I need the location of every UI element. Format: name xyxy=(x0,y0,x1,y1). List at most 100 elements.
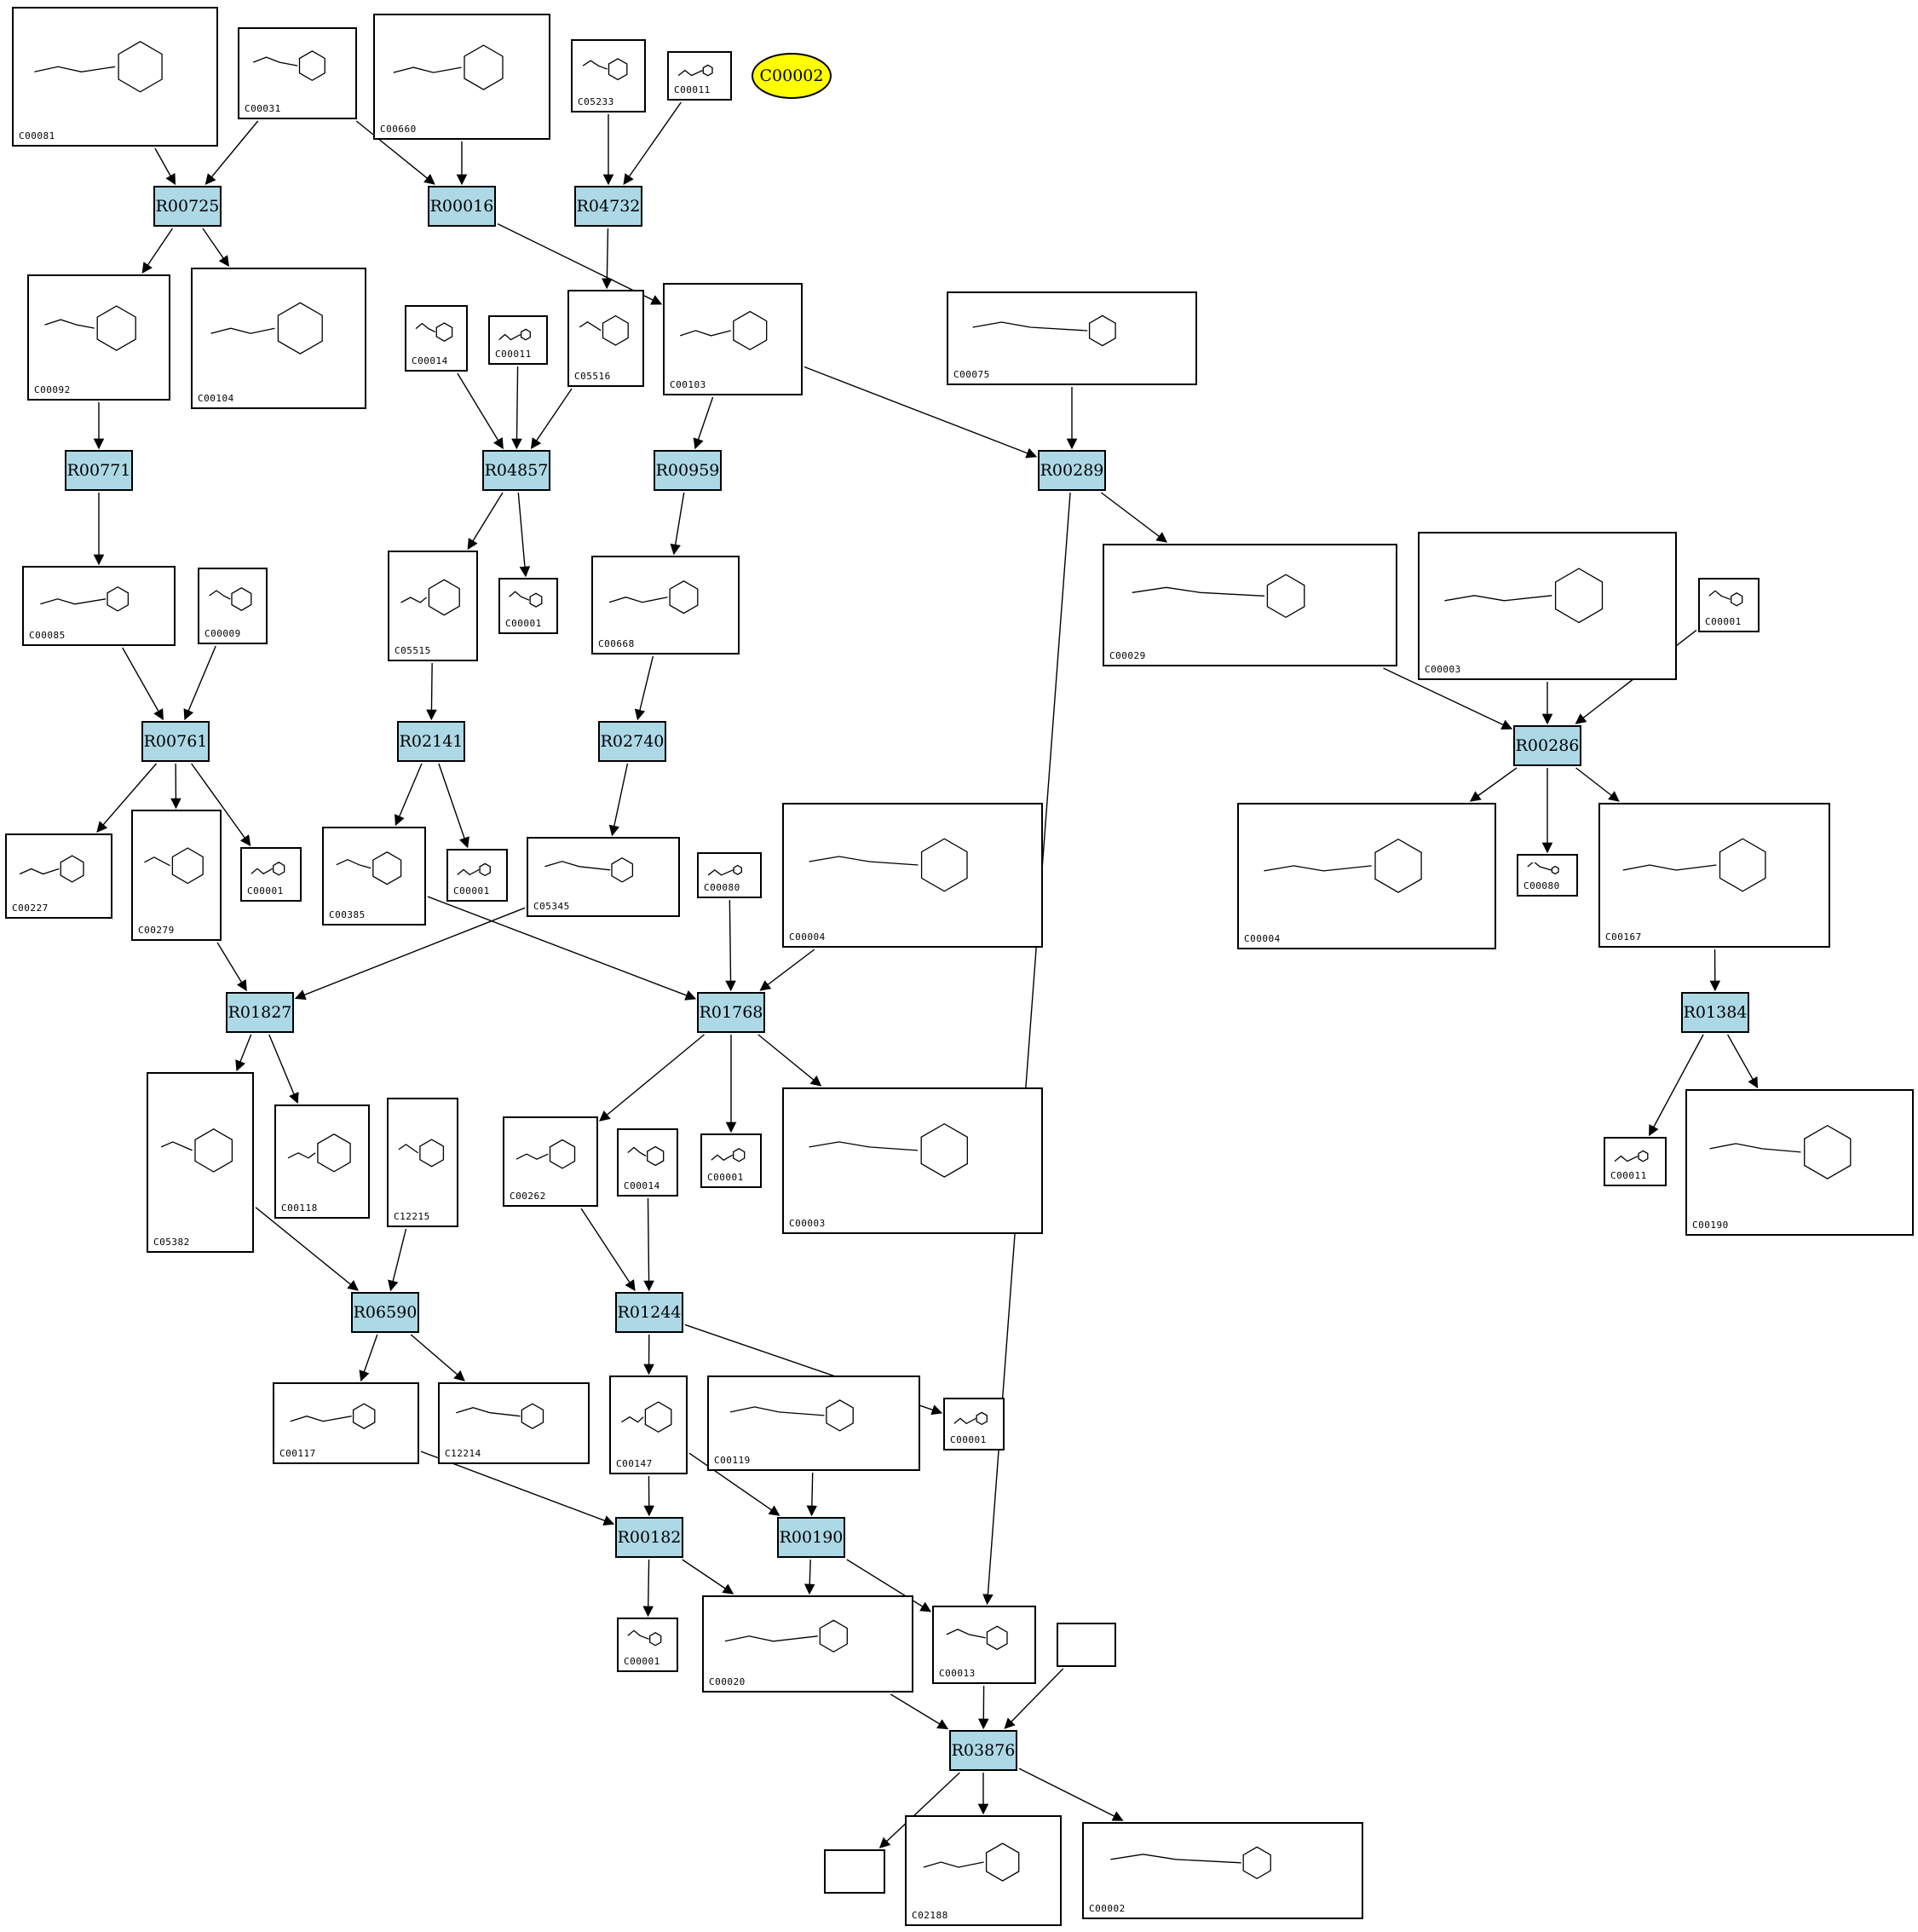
edge-arrow xyxy=(1469,767,1518,802)
compound-box[interactable]: C00080 xyxy=(697,852,762,898)
reaction-r00286[interactable]: R00286 xyxy=(1513,725,1581,766)
reaction-r00959[interactable]: R00959 xyxy=(654,450,722,491)
reaction-r00771[interactable]: R00771 xyxy=(65,450,133,491)
reaction-r01384[interactable]: R01384 xyxy=(1681,992,1749,1033)
compound-box[interactable]: C00385 xyxy=(322,827,426,926)
structure-drawing xyxy=(393,44,504,90)
compound-box[interactable]: C00003 xyxy=(1418,532,1677,680)
reaction-r00182[interactable]: R00182 xyxy=(615,1517,683,1558)
compound-box[interactable]: C00011 xyxy=(1604,1137,1667,1186)
compound-box[interactable]: C00227 xyxy=(5,833,112,919)
compound-id: C00262 xyxy=(510,1191,546,1202)
reaction-r01768[interactable]: R01768 xyxy=(697,992,765,1033)
reaction-r01827[interactable]: R01827 xyxy=(226,992,294,1033)
compound-box[interactable]: C00001 xyxy=(1698,578,1760,632)
compound-box[interactable]: C00085 xyxy=(22,566,176,646)
compound-box[interactable]: C00660 xyxy=(373,14,550,140)
compound-box[interactable]: C00075 xyxy=(947,291,1197,385)
compound-box[interactable]: C00117 xyxy=(273,1382,419,1464)
edge-arrow xyxy=(191,763,251,847)
compound-id: C00004 xyxy=(1244,933,1281,944)
reaction-r06590[interactable]: R06590 xyxy=(351,1292,419,1333)
compound-box[interactable]: C00262 xyxy=(503,1116,598,1207)
compound-box[interactable]: C00081 xyxy=(12,7,218,147)
compound-box[interactable]: C00279 xyxy=(131,810,222,941)
compound-box[interactable]: C00668 xyxy=(591,556,740,655)
compound-box[interactable]: C05345 xyxy=(527,837,680,917)
reaction-label: R01384 xyxy=(1683,1003,1748,1022)
compound-box[interactable]: C00080 xyxy=(1517,854,1578,897)
structure-drawing xyxy=(457,862,491,877)
structure-drawing xyxy=(1444,568,1604,624)
compound-box[interactable]: C00147 xyxy=(609,1375,688,1474)
reaction-r00725[interactable]: R00725 xyxy=(153,186,222,227)
compound-box[interactable]: C00001 xyxy=(700,1133,762,1188)
compound-box[interactable]: C12215 xyxy=(387,1098,458,1227)
compound-box[interactable]: C00014 xyxy=(405,305,468,372)
compound-box[interactable] xyxy=(824,1849,885,1894)
reaction-r04732[interactable]: R04732 xyxy=(574,186,642,227)
edge-arrow xyxy=(355,120,435,185)
highlight-compound-ellipse[interactable]: C00002 xyxy=(752,53,832,99)
reaction-r03876[interactable]: R03876 xyxy=(949,1730,1017,1771)
compound-box[interactable]: C00118 xyxy=(274,1104,370,1219)
compound-box[interactable]: C00001 xyxy=(943,1398,1005,1450)
compound-box[interactable]: C00103 xyxy=(663,283,803,395)
reaction-r00761[interactable]: R00761 xyxy=(141,721,210,762)
compound-box[interactable]: C00002 xyxy=(1082,1822,1363,1919)
compound-box[interactable]: C00190 xyxy=(1685,1089,1914,1236)
reaction-r01244[interactable]: R01244 xyxy=(615,1292,683,1333)
compound-box[interactable]: C00001 xyxy=(240,847,302,902)
compound-box[interactable]: C00011 xyxy=(488,315,548,365)
reaction-r00190[interactable]: R00190 xyxy=(777,1517,845,1558)
compound-box[interactable]: C00013 xyxy=(932,1606,1036,1684)
compound-id: C00001 xyxy=(707,1172,744,1183)
compound-box[interactable]: C00031 xyxy=(238,27,357,119)
compound-box[interactable]: C00001 xyxy=(617,1618,678,1672)
compound-box[interactable]: C12214 xyxy=(438,1382,590,1464)
compound-box[interactable]: C00001 xyxy=(446,849,508,902)
compound-id: C00011 xyxy=(1610,1170,1647,1181)
compound-box[interactable]: C02188 xyxy=(905,1815,1062,1926)
compound-box[interactable]: C00119 xyxy=(707,1375,920,1471)
structure-area xyxy=(574,298,637,366)
structure-drawing xyxy=(544,856,634,883)
compound-id: C00279 xyxy=(138,925,175,936)
structure-area xyxy=(1089,1831,1356,1899)
edge-arrow xyxy=(511,366,522,450)
compound-box[interactable] xyxy=(1057,1623,1116,1667)
edge-arrow xyxy=(688,1452,780,1516)
compound-id: C00075 xyxy=(953,369,990,380)
structure-area xyxy=(624,1137,671,1176)
compound-box[interactable]: C05382 xyxy=(147,1072,254,1253)
compound-box[interactable]: C00004 xyxy=(782,803,1043,948)
reaction-r04857[interactable]: R04857 xyxy=(482,450,550,491)
compound-box[interactable]: C00014 xyxy=(617,1128,678,1197)
structure-drawing xyxy=(923,1843,1020,1882)
compound-box[interactable]: C00104 xyxy=(191,268,366,409)
compound-box[interactable]: C00020 xyxy=(702,1595,913,1693)
compound-box[interactable]: C00001 xyxy=(498,578,558,634)
reaction-r02740[interactable]: R02740 xyxy=(598,721,666,762)
structure-area xyxy=(789,1096,1036,1214)
compound-box[interactable]: C00003 xyxy=(782,1087,1043,1234)
compound-box[interactable]: C00011 xyxy=(667,51,732,101)
compound-box[interactable]: C00092 xyxy=(27,274,170,401)
compound-box[interactable]: C05233 xyxy=(571,39,646,112)
compound-box[interactable]: C05516 xyxy=(567,290,644,387)
structure-area xyxy=(153,1081,247,1232)
compound-box[interactable]: C00167 xyxy=(1598,803,1830,948)
edge-arrow xyxy=(1727,1034,1759,1089)
reaction-r00016[interactable]: R00016 xyxy=(428,186,496,227)
compound-box[interactable]: C00009 xyxy=(198,568,268,644)
compound-id: C00001 xyxy=(624,1656,660,1667)
edge-arrow xyxy=(803,366,1038,458)
compound-box[interactable]: C05515 xyxy=(388,551,478,661)
edge-arrow xyxy=(1649,1034,1704,1137)
compound-box[interactable]: C00029 xyxy=(1103,544,1397,666)
reaction-r00289[interactable]: R00289 xyxy=(1038,450,1106,491)
structure-drawing xyxy=(1614,1150,1649,1162)
compound-box[interactable]: C00004 xyxy=(1237,803,1496,949)
reaction-r02141[interactable]: R02141 xyxy=(397,721,465,762)
structure-area xyxy=(1425,540,1670,660)
